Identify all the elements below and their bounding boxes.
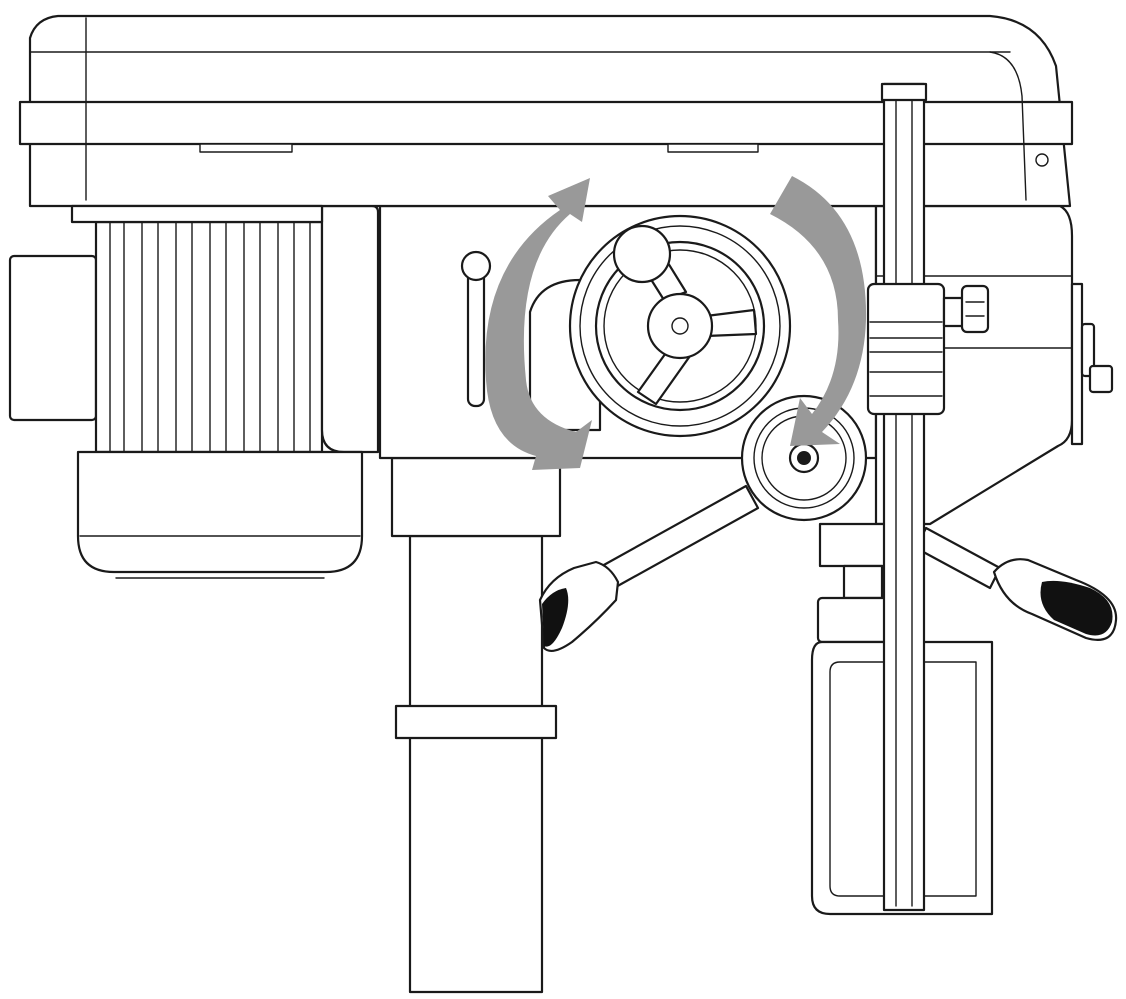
feed-handles [538, 484, 1118, 653]
tension-knob-center [797, 451, 811, 465]
feed-handle-left [538, 484, 760, 653]
handwheel [528, 214, 792, 438]
left-handwheel-arrow-upper [485, 178, 590, 380]
cover-tab-right [667, 143, 759, 153]
feed-handle-right [914, 526, 1118, 641]
side-bolt-upper [1080, 322, 1096, 378]
left-handle-grip [542, 588, 569, 647]
motor-mount-plate [70, 204, 324, 224]
lock-lever [460, 250, 492, 408]
handwheel-knob [612, 224, 672, 284]
side-bolt-lower [1088, 364, 1114, 394]
spindle-nose [818, 522, 892, 568]
lock-lever-handle [466, 264, 486, 408]
handwheel-center [671, 317, 689, 335]
depth-stop-block [866, 282, 946, 416]
cover-screw [1035, 153, 1049, 167]
side-plate [1070, 282, 1084, 446]
right-knob-arrow [770, 176, 867, 446]
motor-end-cap [8, 254, 98, 422]
column-collar-clamp [394, 704, 558, 740]
lock-screw-knob [960, 284, 990, 334]
spindle-shaft [842, 564, 884, 600]
motor-cooling-fins [109, 221, 311, 453]
left-handwheel-arrow-lower [486, 380, 592, 470]
depth-stop [866, 82, 990, 912]
column [390, 456, 562, 994]
motor [8, 204, 380, 579]
chuck [816, 596, 890, 644]
motor-junction-box [76, 450, 364, 574]
column-tube [408, 534, 544, 994]
column-collar-top [390, 456, 562, 538]
right-handle-grip [1040, 580, 1113, 636]
lock-lever-knob [460, 250, 492, 282]
motor-body [94, 220, 324, 454]
rotation-arrows [485, 176, 867, 470]
motor-bracket [320, 204, 380, 454]
depth-rod-cap [880, 82, 928, 102]
depth-rod [882, 82, 926, 912]
cover-tab-left [199, 143, 293, 153]
